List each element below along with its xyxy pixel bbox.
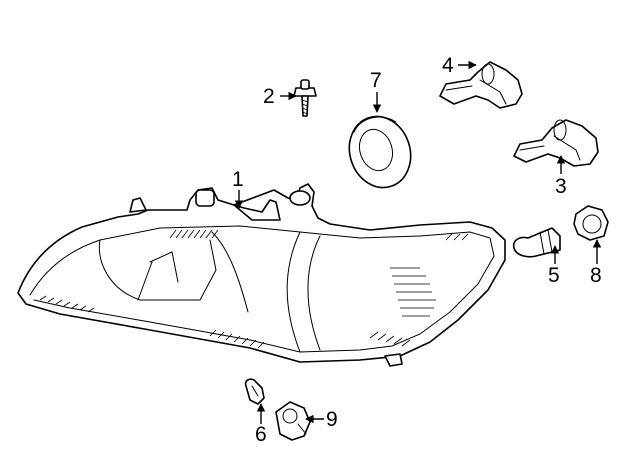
callout-label-7: 7 (370, 69, 382, 92)
callout-7: 7 (370, 69, 382, 113)
headlamp-assembly (17, 183, 506, 367)
bulb-part-5 (512, 227, 561, 258)
callout-1: 1 (232, 168, 244, 209)
callout-label-9: 9 (326, 408, 338, 431)
bulb-part-3 (513, 119, 599, 167)
socket-part-8 (573, 205, 609, 241)
bulb-part-4 (439, 61, 523, 109)
bulb-part-6 (244, 378, 265, 405)
callout-label-3: 3 (555, 175, 567, 198)
callout-label-1: 1 (232, 168, 244, 191)
callout-label-5: 5 (548, 264, 560, 287)
callout-6: 6 (255, 403, 267, 446)
callout-2: 2 (263, 85, 297, 108)
callout-3: 3 (555, 155, 567, 198)
seal-ring-part (348, 115, 412, 189)
callout-label-4: 4 (442, 54, 454, 77)
socket-part-9 (275, 401, 311, 441)
callout-5: 5 (548, 245, 560, 287)
callout-label-8: 8 (590, 264, 602, 287)
bolt-part (293, 79, 317, 117)
callout-4: 4 (442, 54, 477, 77)
callout-9: 9 (305, 408, 338, 431)
callout-label-6: 6 (255, 423, 267, 446)
callout-label-2: 2 (263, 85, 275, 108)
callout-8: 8 (590, 239, 602, 287)
